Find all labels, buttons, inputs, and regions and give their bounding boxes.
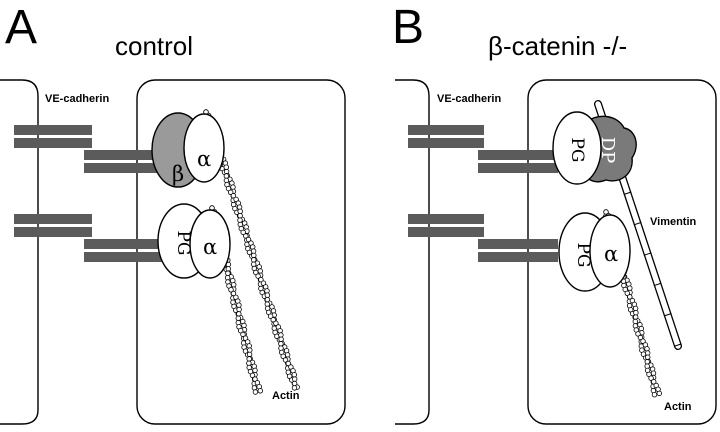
actin-monomer [237, 217, 243, 223]
ve-cadherin-dimer-lower-b [408, 214, 558, 262]
actin-monomer [291, 372, 297, 378]
panel-letter-a: A [5, 1, 38, 54]
ve-cadherin-label-a: VE-cadherin [45, 93, 109, 105]
alpha-catenin-shape-b [589, 214, 631, 288]
ve-cadherin-dimer-upper-b [408, 125, 558, 173]
actin-monomer [230, 282, 237, 288]
panel-a-diagram: β α PG α VE-cadherin Actin [0, 79, 346, 425]
panel-letter-b: B [392, 1, 425, 54]
alpha-catenin-label-upper-a: α [197, 147, 211, 171]
actin-monomer [255, 273, 261, 279]
vimentin-label: Vimentin [650, 216, 697, 228]
actin-monomer [228, 287, 234, 293]
plakoglobin-label-a: PG [173, 230, 193, 255]
actin-monomer [264, 301, 270, 307]
actin-monomer [245, 236, 252, 243]
actin-monomer [624, 290, 630, 296]
actin-monomer [277, 328, 283, 334]
actin-monomer [252, 389, 259, 395]
actin-monomer [237, 328, 244, 334]
beta-catenin-label: β [172, 162, 184, 186]
actin-monomer [651, 392, 658, 398]
actin-label-a: Actin [272, 390, 300, 402]
vimentin-segment-divider [673, 343, 682, 347]
vimentin-segment-divider [623, 191, 632, 195]
ve-cadherin-dimer-upper-a [14, 125, 166, 173]
alpha-catenin-label-lower-a: α [203, 235, 217, 259]
vimentin-segment-divider [643, 252, 652, 256]
plakoglobin-label-lower-b: PG [573, 242, 593, 267]
actin-monomer [240, 229, 246, 236]
vimentin-segment-divider [633, 221, 642, 226]
actin-monomer [223, 164, 229, 170]
actin-monomer [633, 310, 639, 316]
actin-monomer [224, 275, 231, 281]
alpha-catenin-label-b: α [604, 242, 618, 266]
actin-monomer [264, 292, 271, 298]
actin-monomer [640, 338, 646, 344]
actin-monomer [635, 331, 641, 337]
panel-b-diagram: PG DP PG α VE-cadherin Vimentin Actin [395, 79, 717, 425]
actin-monomer [227, 189, 234, 195]
ve-cadherin-dimer-lower-a [14, 214, 166, 262]
desmoplakin-label: DP [597, 137, 618, 164]
left-cell-membrane-b [395, 79, 430, 425]
actin-monomer [230, 184, 236, 190]
actin-monomer [632, 318, 638, 325]
vimentin-segment-divider [653, 282, 662, 287]
actin-monomer [257, 388, 263, 394]
actin-monomer [237, 208, 243, 214]
actin-monomer [264, 288, 270, 294]
left-cell-membrane-a [0, 79, 39, 425]
actin-monomer [241, 322, 247, 329]
actin-monomer [223, 177, 230, 184]
actin-monomer [236, 306, 242, 313]
actin-monomer [267, 313, 274, 319]
actin-monomer [278, 341, 284, 347]
actin-monomer [257, 268, 263, 274]
actin-monomer [291, 385, 298, 391]
plakoglobin-label-upper-b: PG [567, 137, 587, 162]
panel-title-beta-catenin-null: β-catenin -/- [488, 31, 628, 61]
actin-monomer [632, 305, 639, 312]
actin-label-b: Actin [664, 401, 692, 413]
ve-cadherin-label-b: VE-cadherin [437, 93, 501, 105]
alpha-catenin-shape-lower-a [189, 209, 231, 279]
alpha-catenin-shape-upper-a [183, 113, 225, 183]
actin-monomer [284, 352, 291, 358]
actin-monomer [656, 390, 662, 397]
plakoglobin-shape-upper-b [552, 111, 602, 185]
actin-monomer [292, 376, 298, 382]
panel-title-control: control [115, 31, 194, 61]
actin-monomer [273, 320, 279, 326]
vimentin-segment-divider [663, 313, 672, 317]
